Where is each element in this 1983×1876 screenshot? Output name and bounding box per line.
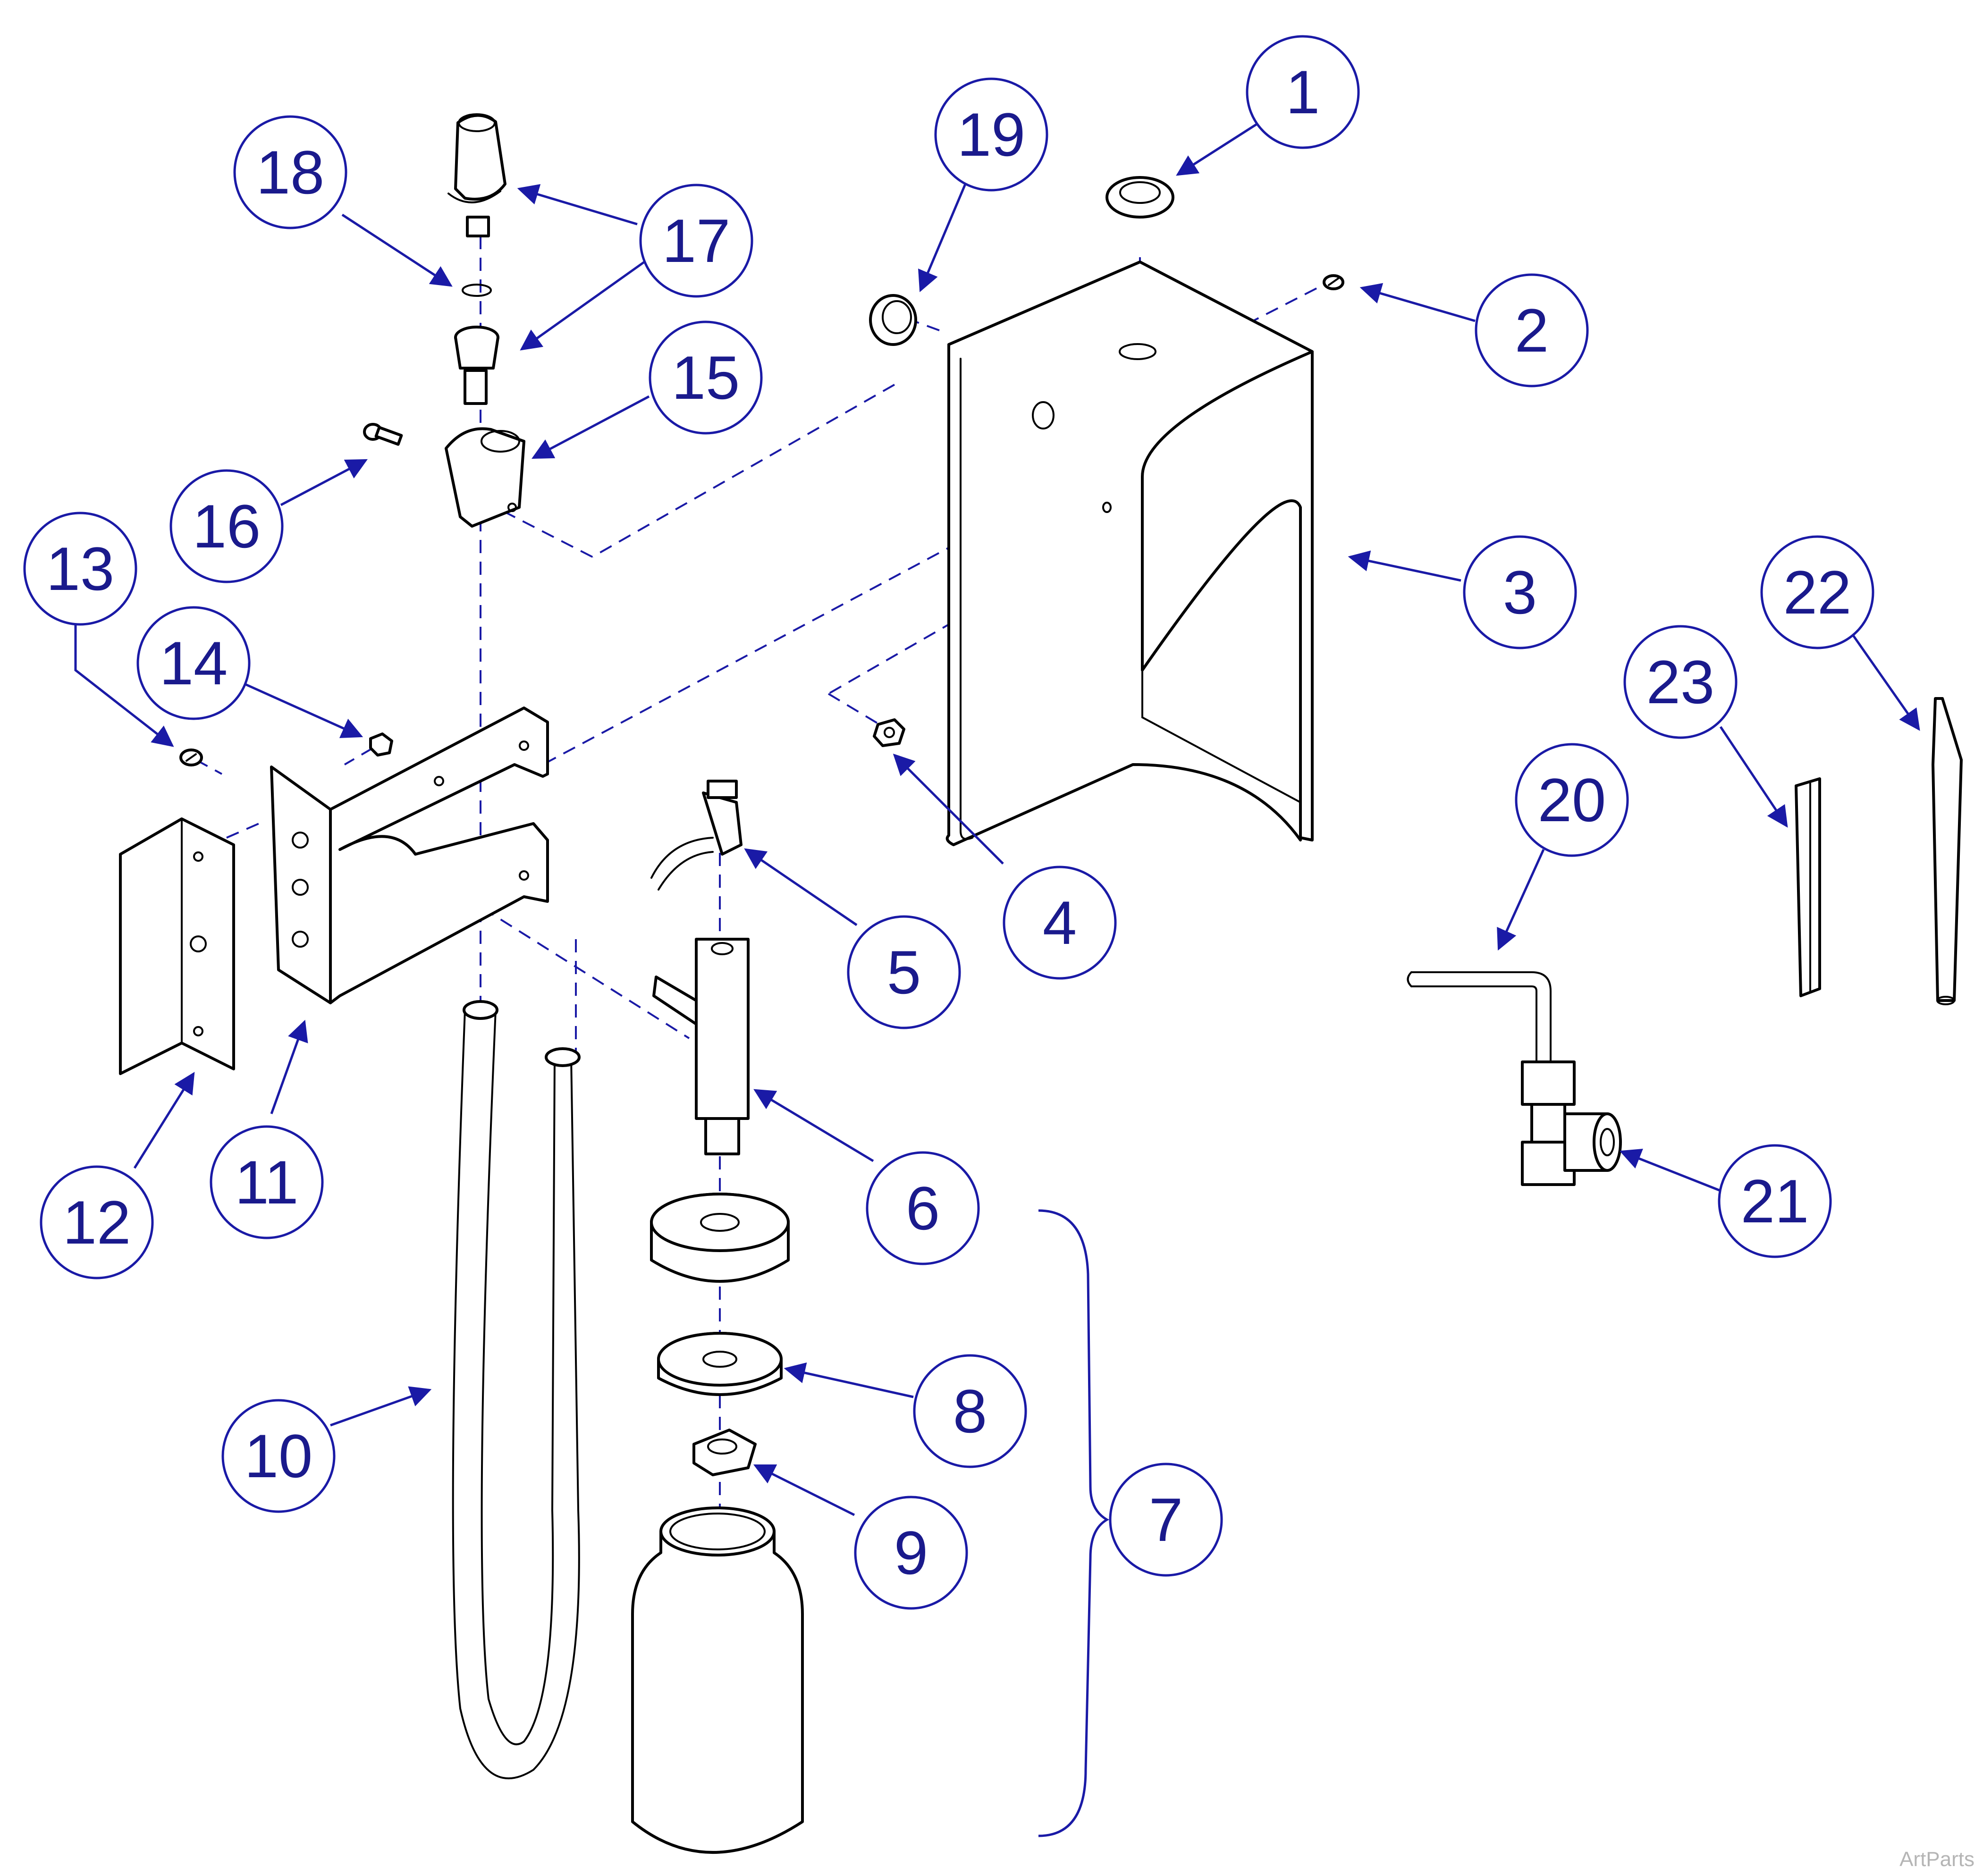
bracket-nut-part <box>369 732 393 757</box>
nut-part <box>873 718 905 747</box>
bracket-screw-part <box>179 749 203 766</box>
callout-3: 3 <box>1463 535 1577 649</box>
svg-text:23: 23 <box>1646 648 1715 716</box>
svg-text:12: 12 <box>63 1188 131 1257</box>
o-ring-part <box>462 284 492 297</box>
svg-text:1: 1 <box>1286 58 1320 126</box>
svg-text:6: 6 <box>906 1174 940 1243</box>
callout-18: 18 <box>233 115 347 229</box>
svg-text:22: 22 <box>1783 558 1852 627</box>
angle-bracket-part <box>119 817 235 1075</box>
callout-23: 23 <box>1623 625 1738 739</box>
svg-text:21: 21 <box>1741 1167 1809 1236</box>
bottle-part <box>631 1506 804 1854</box>
callout-9: 9 <box>854 1496 968 1610</box>
valve-body-part <box>652 938 750 1155</box>
svg-text:17: 17 <box>662 206 731 275</box>
svg-text:3: 3 <box>1503 558 1537 627</box>
fitting-part <box>650 780 743 891</box>
svg-text:5: 5 <box>887 938 921 1007</box>
gasket-part <box>657 1332 783 1396</box>
callout-1: 1 <box>1246 35 1360 149</box>
callout-11: 11 <box>210 1125 324 1239</box>
callout-19: 19 <box>934 77 1048 192</box>
svg-text:11: 11 <box>235 1148 299 1217</box>
callout-8: 8 <box>913 1354 1027 1468</box>
svg-text:13: 13 <box>46 534 115 603</box>
leader-lines <box>74 119 1920 1516</box>
holder-screw-part <box>363 423 403 446</box>
callout-21: 21 <box>1718 1144 1832 1258</box>
svg-text:20: 20 <box>1538 766 1606 834</box>
screw-part <box>1323 274 1344 290</box>
svg-text:18: 18 <box>256 138 325 207</box>
bottle-cap-part <box>650 1193 790 1283</box>
sleeve-part <box>1795 777 1821 997</box>
callout-2: 2 <box>1475 273 1589 387</box>
svg-text:4: 4 <box>1043 888 1077 957</box>
tee-fitting-part <box>1521 1060 1622 1186</box>
callout-10: 10 <box>221 1399 336 1513</box>
bottle-nut-part <box>692 1429 757 1476</box>
svg-text:7: 7 <box>1149 1485 1183 1554</box>
callout-4: 4 <box>1003 866 1117 980</box>
svg-text:15: 15 <box>672 343 740 412</box>
callout-15: 15 <box>649 320 763 435</box>
callout-14: 14 <box>136 606 251 720</box>
housing-part <box>945 261 1314 846</box>
callout-7: 7 <box>1109 1463 1223 1577</box>
spray-tip-part <box>447 113 506 405</box>
callout-5: 5 <box>847 915 961 1029</box>
svg-text:10: 10 <box>245 1422 313 1490</box>
tubing-part <box>452 1000 581 1780</box>
bracket-part <box>270 707 549 1004</box>
callout-12: 12 <box>40 1165 154 1279</box>
callout-13: 13 <box>23 512 137 626</box>
svg-text:16: 16 <box>193 492 261 561</box>
grommet-part <box>1105 176 1174 219</box>
svg-text:2: 2 <box>1515 296 1549 365</box>
l-tube-part <box>1407 971 1552 1063</box>
tip-part <box>1932 697 1963 1005</box>
callout-16: 16 <box>169 469 284 583</box>
svg-text:9: 9 <box>894 1518 928 1587</box>
svg-text:8: 8 <box>953 1377 987 1446</box>
callout-22: 22 <box>1760 535 1874 649</box>
callout-6: 6 <box>866 1151 980 1265</box>
svg-text:14: 14 <box>160 629 228 698</box>
callout-17: 17 <box>639 184 753 298</box>
holder-part <box>445 427 525 528</box>
callout-20: 20 <box>1515 743 1629 857</box>
group-7-brace <box>1038 1209 1110 1837</box>
plug-part <box>869 294 917 346</box>
watermark: ArtParts <box>1899 1848 1975 1871</box>
svg-text:19: 19 <box>957 100 1026 169</box>
